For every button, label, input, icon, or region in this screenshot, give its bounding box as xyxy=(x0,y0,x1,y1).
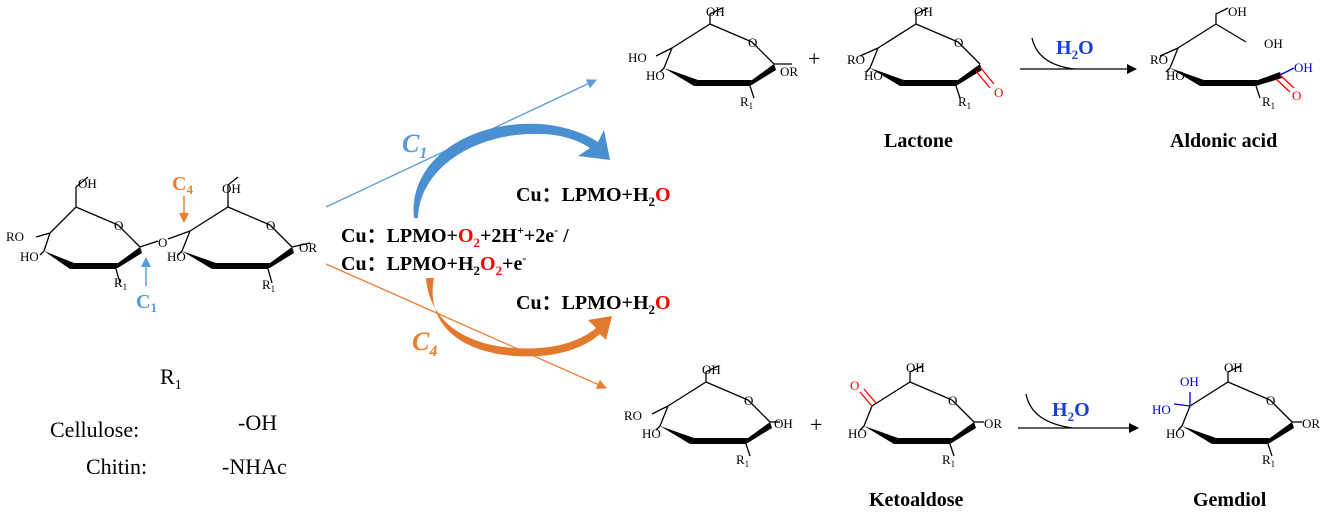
hydroxyl-label: OH xyxy=(906,360,925,375)
r1-label: R1 xyxy=(740,94,753,111)
pathway-arrows: C1 C4 xyxy=(325,79,612,389)
r1-label: R1 xyxy=(942,452,955,469)
c4-pathway-label: C4 xyxy=(412,327,437,360)
cosubstrate-o2: Cu：LPMO+O2+2H++2e- / xyxy=(341,223,569,250)
ro-label: RO xyxy=(1150,52,1168,67)
water-label-bottom: H2O xyxy=(1052,399,1090,424)
or-label: OR xyxy=(299,240,317,255)
carbonyl-oxygen: O xyxy=(1292,88,1301,103)
ring-oxygen: O xyxy=(954,35,963,50)
reaction-conditions: Cu：LPMO+H2O Cu：LPMO+O2+2H++2e- / Cu：LPMO… xyxy=(341,184,671,317)
keto-oxygen: O xyxy=(850,378,859,393)
gem-hydroxyl: OH xyxy=(1180,374,1199,389)
hydroxyl-label: HO xyxy=(167,249,186,264)
r1-label: R1 xyxy=(262,277,275,294)
hydroxyl-label: OH xyxy=(702,362,721,377)
c4-products-row: O OH RO HO OH R1 + O OH O HO OR R1 Ketoa… xyxy=(624,360,1320,511)
ro-label: RO xyxy=(847,52,865,67)
r1-label: R1 xyxy=(1262,94,1275,111)
water-label-top: H2O xyxy=(1056,37,1094,62)
hydroxyl-label: OH xyxy=(1264,36,1283,51)
gem-hydroxyl: HO xyxy=(1152,402,1171,417)
ring-oxygen: O xyxy=(948,393,957,408)
legend-row-value: -OH xyxy=(238,410,277,435)
disaccharide-substrate: O OH RO HO R1 O O OH HO OR R1 C4 C1 xyxy=(6,173,317,315)
legend-row-name: Cellulose: xyxy=(50,417,139,442)
r1-label: R1 xyxy=(736,452,749,469)
carboxyl-hydroxyl: OH xyxy=(1294,60,1313,75)
byproduct-top: Cu：LPMO+H2O xyxy=(516,184,671,209)
hydroxyl-label: HO xyxy=(848,426,867,441)
hydroxyl-label: HO xyxy=(1166,68,1185,83)
cosubstrate-h2o2: Cu：LPMO+H2O2+e- xyxy=(341,251,526,278)
hydroxyl-label: OH xyxy=(914,4,933,19)
aldonic-acid-label: Aldonic acid xyxy=(1170,130,1277,152)
ketoaldose-label: Ketoaldose xyxy=(869,489,964,511)
c4-curved-arrow xyxy=(426,278,612,357)
legend-row-value: -NHAc xyxy=(222,454,287,479)
ro-label: RO xyxy=(6,229,24,244)
or-label: OR xyxy=(1302,416,1320,431)
or-label: OR xyxy=(780,64,798,79)
c4-marker-label: C4 xyxy=(172,173,193,197)
r1-label: R1 xyxy=(114,275,127,292)
hydroxyl-label: HO xyxy=(864,68,883,83)
r1-legend-title: R1 xyxy=(160,364,182,393)
c1-curved-arrow xyxy=(413,123,610,218)
c1-pathway-label: C1 xyxy=(402,129,427,162)
c1-products-row: O OH HO HO OR R1 + O OH RO HO O R1 Lacto… xyxy=(628,4,1313,152)
hydroxyl-label: HO xyxy=(628,50,647,65)
hydroxyl-label: OH xyxy=(774,416,793,431)
hydroxyl-label: HO xyxy=(646,68,665,83)
substituent-legend: R1 Cellulose: -OH Chitin: -NHAc xyxy=(50,364,287,479)
carbonyl-oxygen: O xyxy=(994,85,1003,100)
hydroxyl-label: OH xyxy=(222,181,241,196)
c1-marker-label: C1 xyxy=(136,291,157,315)
ring-oxygen: O xyxy=(266,218,275,233)
ring-oxygen: O xyxy=(744,393,753,408)
legend-row-name: Chitin: xyxy=(86,454,147,479)
gemdiol-label: Gemdiol xyxy=(1193,489,1267,511)
glycosidic-oxygen: O xyxy=(158,235,167,250)
ring-oxygen: O xyxy=(748,35,757,50)
ring-oxygen: O xyxy=(1266,393,1275,408)
r1-label: R1 xyxy=(958,94,971,111)
hydroxyl-label: HO xyxy=(1166,426,1185,441)
plus-sign: + xyxy=(810,412,822,437)
r1-label: R1 xyxy=(1262,452,1275,469)
ro-label: RO xyxy=(624,408,642,423)
ring-oxygen: O xyxy=(114,218,123,233)
c4-pathway-arrow xyxy=(325,263,607,389)
hydroxyl-label: HO xyxy=(642,426,661,441)
hydroxyl-label: HO xyxy=(20,249,39,264)
hydroxyl-label: OH xyxy=(78,176,97,191)
hydroxyl-label: OH xyxy=(706,4,725,19)
hydroxyl-label: OH xyxy=(1228,4,1247,19)
byproduct-bottom: Cu：LPMO+H2O xyxy=(516,292,671,317)
lactone-label: Lactone xyxy=(884,130,953,152)
or-label: OR xyxy=(984,416,1002,431)
hydroxyl-label: OH xyxy=(1224,360,1243,375)
plus-sign: + xyxy=(808,46,820,71)
